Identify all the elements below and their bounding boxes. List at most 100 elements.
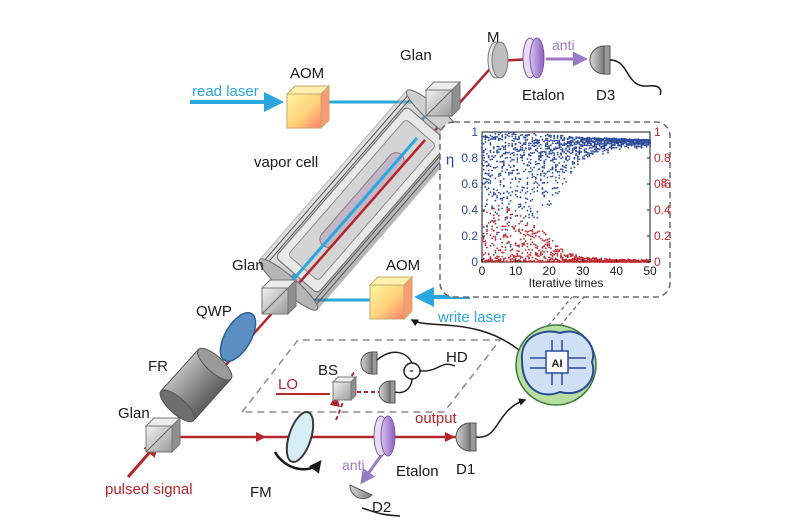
- data-point-epsilon: [489, 257, 492, 260]
- glan-mid-label: Glan: [232, 257, 264, 274]
- data-point-eta: [592, 145, 594, 148]
- data-point-eta: [513, 140, 515, 143]
- data-point-epsilon: [491, 237, 493, 240]
- data-point-epsilon: [560, 253, 562, 255]
- data-point-eta: [481, 192, 483, 195]
- data-point-eta: [593, 148, 596, 151]
- aom-mid: [368, 275, 414, 321]
- data-point-eta: [550, 159, 552, 162]
- data-point-epsilon: [486, 246, 488, 249]
- fr-label: FR: [148, 358, 168, 375]
- data-point-epsilon: [526, 224, 529, 226]
- data-point-eta: [519, 145, 522, 148]
- y-left-tick-label: 0.2: [461, 229, 478, 243]
- data-point-epsilon: [531, 249, 534, 251]
- data-point-eta: [509, 156, 512, 159]
- data-point-eta: [555, 192, 557, 194]
- data-point-epsilon: [640, 259, 643, 261]
- data-point-eta: [536, 162, 539, 165]
- data-point-eta: [607, 142, 609, 145]
- data-point-eta: [561, 144, 564, 147]
- data-point-epsilon: [555, 250, 557, 253]
- data-point-eta: [595, 149, 598, 152]
- data-point-epsilon: [481, 251, 483, 254]
- data-point-eta: [623, 140, 626, 143]
- data-point-epsilon: [504, 234, 507, 237]
- data-point-eta: [608, 138, 611, 141]
- data-point-eta: [489, 165, 492, 168]
- data-point-epsilon: [620, 261, 623, 263]
- data-point-eta: [538, 139, 540, 142]
- data-point-eta: [508, 174, 510, 176]
- data-point-epsilon: [529, 243, 532, 246]
- data-point-eta: [544, 138, 547, 140]
- data-point-eta: [548, 147, 551, 150]
- data-point-eta: [499, 160, 502, 163]
- data-point-eta: [561, 139, 564, 142]
- data-point-eta: [583, 155, 586, 157]
- bs-signal-in: [335, 401, 344, 421]
- data-point-eta: [504, 157, 507, 160]
- data-point-eta: [588, 147, 591, 149]
- data-point-eta: [501, 154, 504, 156]
- data-point-epsilon: [509, 255, 512, 258]
- data-point-epsilon: [539, 237, 542, 240]
- data-point-eta: [541, 138, 544, 141]
- y-left-tick-label: 0.4: [461, 203, 478, 217]
- data-point-eta: [622, 143, 624, 146]
- data-point-eta: [543, 191, 546, 194]
- data-point-eta: [486, 173, 488, 175]
- data-point-eta: [508, 142, 510, 145]
- data-point-eta: [548, 204, 551, 207]
- data-point-eta: [548, 170, 551, 173]
- data-point-eta: [519, 148, 522, 151]
- output-arrowhead-1: [256, 432, 266, 442]
- data-point-epsilon: [536, 258, 539, 261]
- data-point-eta: [487, 136, 490, 139]
- data-point-eta: [558, 190, 561, 193]
- data-point-epsilon: [523, 242, 525, 245]
- data-point-epsilon: [511, 253, 514, 256]
- data-point-eta: [501, 199, 504, 202]
- data-point-eta: [544, 172, 547, 175]
- data-point-eta: [536, 150, 539, 153]
- data-point-eta: [600, 145, 603, 148]
- data-point-eta: [502, 160, 505, 163]
- data-point-eta: [514, 189, 517, 192]
- data-point-epsilon: [514, 244, 517, 247]
- y-left-tick-label: 0.6: [461, 177, 478, 191]
- data-point-eta: [590, 140, 593, 143]
- data-point-epsilon: [487, 222, 490, 224]
- data-point-eta: [593, 137, 596, 140]
- data-point-eta: [627, 138, 630, 141]
- data-point-eta: [560, 137, 562, 140]
- data-point-epsilon: [519, 232, 522, 234]
- data-point-eta: [521, 157, 524, 159]
- data-point-eta: [523, 149, 525, 152]
- data-point-eta: [524, 143, 527, 146]
- data-point-eta: [546, 145, 549, 148]
- data-point-eta: [544, 151, 547, 153]
- data-point-epsilon: [541, 246, 544, 248]
- data-point-epsilon: [551, 239, 554, 242]
- data-point-eta: [487, 181, 490, 184]
- data-point-eta: [598, 142, 601, 145]
- data-point-eta: [543, 165, 546, 167]
- data-point-epsilon: [521, 229, 524, 231]
- data-point-epsilon: [533, 243, 535, 246]
- data-point-eta: [486, 180, 488, 183]
- data-point-eta: [514, 148, 517, 151]
- data-point-eta: [551, 171, 554, 174]
- data-point-epsilon: [492, 207, 495, 210]
- data-point-eta: [630, 143, 633, 146]
- data-point-epsilon: [513, 259, 515, 261]
- data-point-epsilon: [570, 258, 572, 261]
- data-point-eta: [603, 137, 606, 140]
- data-point-eta: [630, 141, 633, 144]
- data-point-epsilon: [563, 254, 566, 257]
- data-point-epsilon: [556, 252, 559, 255]
- data-point-eta: [597, 140, 599, 143]
- data-point-eta: [610, 141, 613, 144]
- data-point-eta: [524, 141, 527, 144]
- data-point-epsilon: [555, 245, 557, 248]
